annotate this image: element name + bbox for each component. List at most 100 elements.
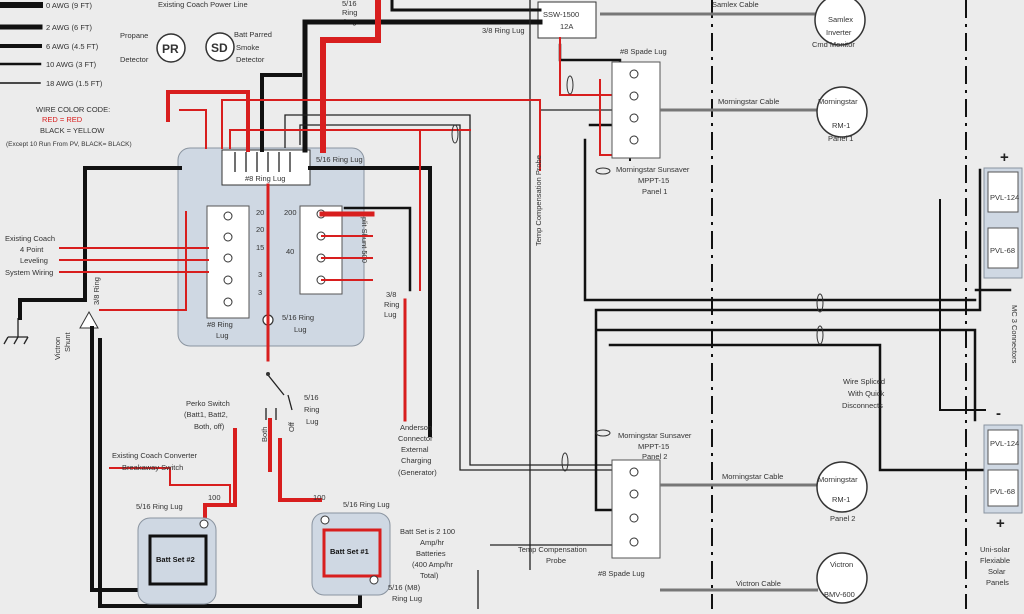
samlex-label-3: Cmd Monitor	[812, 40, 855, 49]
perko-switch	[265, 372, 293, 420]
mppt2-label-3: Panel 2	[642, 452, 667, 461]
inverter-fuse-label-1: SSW-1500	[543, 10, 579, 19]
pv-top-b-label: PVL-68	[990, 246, 1015, 255]
batt2-lug-label: 5/16 Ring Lug	[136, 502, 183, 511]
morningstar-cable-top-label: Morningstar Cable	[718, 97, 779, 106]
fuse-value: 3	[258, 288, 262, 297]
wire-fuse-right-1	[343, 206, 412, 292]
color-code-title: WIRE COLOR CODE:	[36, 105, 110, 114]
wire-inverter-negative	[302, 19, 543, 153]
anderson-label-4: Charging	[401, 456, 431, 465]
anderson-label-5: (Generator)	[398, 468, 437, 477]
quick-disconnect-ovals	[451, 75, 824, 472]
pv-top-plus: +	[1000, 149, 1009, 166]
mppt2-label-2: MPPT-15	[638, 442, 669, 451]
bus-bottom-right-label-1: 5/16 Ring	[282, 313, 314, 322]
wire-chassis-ground	[18, 166, 182, 320]
right-lug-label-1: 3/8	[386, 290, 396, 299]
batt1-label: Batt Set #1	[330, 547, 369, 556]
propane-detector-symbol: PR	[162, 42, 179, 56]
batt1-neg-terminal-icon	[369, 575, 379, 585]
switch-lug-label-3: Lug	[306, 417, 319, 426]
samlex-label-2: Inverter	[826, 28, 852, 37]
pv-bottom-plus: +	[996, 515, 1005, 532]
wire-fuse-out-red	[559, 37, 626, 96]
wire-anderson-negative	[308, 166, 432, 437]
wire-mppt2-black	[284, 114, 612, 466]
color-code-note: (Except 10 Run From PV, BLACK= BLACK)	[6, 141, 132, 148]
batt1-lug-label: 5/16 Ring Lug	[343, 500, 390, 509]
wire-pv-mid	[939, 199, 986, 411]
wire-perko-to-batt2	[203, 428, 237, 522]
color-code-red: RED = RED	[42, 115, 83, 124]
samlex-monitor-icon	[814, 0, 866, 46]
anderson-label-1: Anderson	[400, 423, 432, 432]
unisolar-label-3: Solar	[988, 567, 1006, 576]
pv-panel-124-bottom	[987, 429, 1019, 465]
perko-label-3: Both, off)	[194, 422, 225, 431]
gauge-label-2awg: 2 AWG (6 FT)	[46, 23, 92, 32]
fuse-terminal	[223, 253, 233, 263]
samlex-label-1: Samlex	[828, 15, 853, 24]
rm1-panel2-label-1: Morningstar	[818, 475, 858, 484]
fuse-terminal	[223, 211, 233, 221]
morningstar-cable-bottom-label: Morningstar Cable	[722, 472, 783, 481]
red-wires	[59, 0, 631, 582]
bus-bottom-left-label-2: Lug	[216, 331, 229, 340]
leveling-label-1: Existing Coach	[5, 234, 55, 243]
fuse-value: 20	[256, 225, 264, 234]
fuse-value: 20	[256, 208, 264, 217]
wire-pv2-spliced	[608, 343, 987, 472]
mppt1-label-3: Panel 1	[642, 187, 667, 196]
mppt2-terminals	[629, 467, 639, 547]
batt-note-4: (400 Amp/hr	[412, 560, 453, 569]
pv-bottom-b-label: PVL-68	[990, 487, 1015, 496]
anderson-label-3: External	[401, 445, 429, 454]
wire-fuse-to-mppt1	[558, 43, 622, 74]
top-ring-lug-label-1: 5/16	[342, 0, 357, 8]
split-shunt-label: Split Shunt 500	[360, 212, 369, 263]
fuse-terminal	[223, 297, 233, 307]
right-lug-label-3: Lug	[384, 310, 397, 319]
batt1-cells	[322, 528, 382, 578]
smoke-detector-label-3: Detector	[236, 55, 265, 64]
smoke-detector-label-1: Batt Parred	[234, 30, 272, 39]
rm1-panel2-label-2: RM-1	[832, 495, 850, 504]
gauge-legend: 0 AWG (9 FT) 2 AWG (6 FT) 6 AWG (4.5 FT)…	[0, 1, 103, 88]
batt-note-3: Batteries	[416, 549, 446, 558]
rm1-panel2-meter-icon	[816, 461, 868, 513]
fuse-block-left-terminals	[223, 211, 233, 307]
wire-detector-positive	[166, 90, 250, 152]
wire-spliced-label-3: Disconnects	[842, 401, 883, 410]
batt-note-1: Batt Set is 2 100	[400, 527, 455, 536]
temp-probe-label-2: Probe	[546, 556, 566, 565]
propane-detector-label-1: Propane	[120, 31, 148, 40]
wire-shunt-batt2	[90, 326, 142, 592]
gauge-label-6awg: 6 AWG (4.5 FT)	[46, 42, 99, 51]
breakaway-label-2: Breakaway Switch	[122, 463, 183, 472]
wire-top-negative	[390, 0, 542, 12]
fuse-terminal	[223, 232, 233, 242]
mppt2-label-1: Morningstar Sunsaver	[618, 431, 692, 440]
unisolar-label-1: Uni-solar	[980, 545, 1011, 554]
rm1-panel2-label-3: Panel 2	[830, 514, 855, 523]
victron-shunt-label-2: Shunt	[63, 331, 72, 352]
gauge-label-0awg: 0 AWG (9 FT)	[46, 1, 92, 10]
leveling-label-3: Leveling	[20, 256, 48, 265]
samlex-cable-label: Samlex Cable	[712, 0, 759, 9]
wire-bus-positive	[320, 37, 381, 153]
mc4-connectors-label: MC 3 Connectors	[1010, 305, 1019, 364]
smoke-detector-icon	[205, 32, 235, 62]
batt2-terminal-icon	[199, 519, 209, 529]
unisolar-label-4: Panels	[986, 578, 1009, 587]
mppt1-terminals	[629, 69, 639, 145]
right-lug-label-2: Ring	[384, 300, 399, 309]
gauge-label-10awg: 10 AWG (3 FT)	[46, 60, 97, 69]
leveling-label-4: System Wiring	[5, 268, 53, 277]
off-label: Off	[287, 421, 296, 432]
perko-label-1: Perko Switch	[186, 399, 230, 408]
fuse-value: 40	[286, 247, 294, 256]
victron-shunt-label-1: Victron	[53, 337, 62, 360]
existing-coach-power-line-label: Existing Coach Power Line	[158, 0, 248, 9]
